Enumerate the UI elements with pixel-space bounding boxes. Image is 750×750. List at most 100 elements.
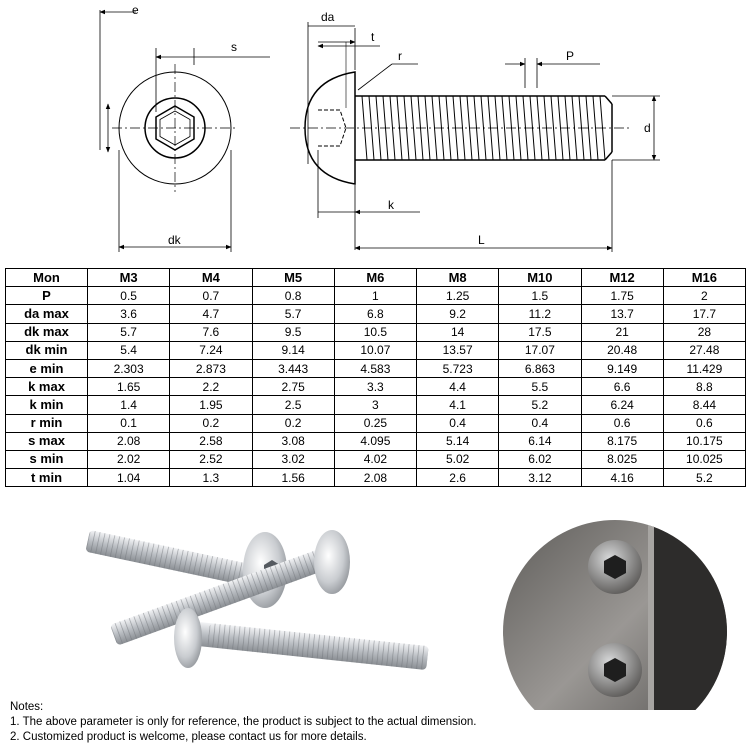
thread-line [550, 95, 557, 161]
param-label: t min [5, 468, 88, 488]
table-cell: 10.025 [662, 449, 747, 470]
table-cell: 5.2 [662, 468, 747, 488]
table-cell: 9.2 [415, 304, 500, 324]
table-cell: 17.7 [662, 304, 747, 324]
thread-line [585, 95, 592, 161]
table-cell: 2.08 [86, 431, 171, 451]
table-cell: 1.5 [498, 286, 582, 306]
table-cell: 5.723 [415, 358, 500, 379]
label-l: L [478, 233, 485, 247]
table-cell: 10.5 [333, 322, 418, 342]
table-cell: 0.4 [415, 413, 500, 433]
label-k: k [388, 198, 395, 212]
table-cell: 13.7 [580, 304, 664, 324]
table-cell: 3.443 [251, 358, 335, 379]
thread-line [522, 95, 529, 161]
table-cell: 21 [580, 322, 664, 342]
thread-line [564, 95, 571, 161]
table-cell: 10.07 [333, 340, 418, 360]
head-view [99, 9, 270, 252]
table-cell: 28 [662, 322, 747, 342]
label-t: t [371, 30, 375, 44]
table-cell: 11.2 [498, 304, 582, 324]
label-dk: dk [168, 233, 182, 247]
bolt-3 [177, 620, 429, 670]
bolt-1 [86, 530, 285, 593]
table-cell: 3.6 [86, 304, 171, 324]
thread-line [403, 95, 410, 161]
bolt-2 [111, 547, 333, 645]
bolts-photo [86, 530, 429, 670]
thread-line [473, 95, 480, 161]
thread-line [543, 95, 550, 161]
table-cell: 6.14 [498, 431, 582, 451]
table-cell: 2.303 [86, 358, 171, 379]
thread-line [466, 95, 473, 161]
table-cell: 2.08 [333, 468, 418, 488]
table-cell: 8.44 [662, 395, 747, 415]
note-line-2: 2. Customized product is welcome, please… [10, 731, 367, 743]
thread-line [382, 95, 389, 161]
table-cell: 1.25 [415, 286, 500, 306]
table-cell: 4.583 [333, 358, 418, 379]
table-cell: 0.6 [580, 413, 664, 433]
param-label: s max [5, 431, 88, 451]
thread-line [445, 95, 452, 161]
thread-line [501, 95, 508, 161]
table-cell: 9.149 [580, 358, 664, 379]
technical-drawing: e s dk [99, 3, 660, 252]
table-cell: 0.5 [86, 286, 171, 306]
table-cell: 11.429 [662, 358, 747, 379]
label-r: r [398, 49, 402, 63]
table-cell: 1.04 [86, 468, 171, 488]
param-label: s min [5, 449, 88, 470]
table-cell: 7.24 [169, 340, 253, 360]
table-cell: 0.25 [333, 413, 418, 433]
thread-line [424, 95, 431, 161]
table-cell: 4.02 [333, 449, 418, 470]
thread-line [375, 95, 382, 161]
table-cell: 4.4 [415, 377, 500, 397]
table-cell: 0.4 [498, 413, 582, 433]
thread-line [536, 95, 543, 161]
table-cell: 17.5 [498, 322, 582, 342]
table-cell: 2.873 [169, 358, 253, 379]
table-cell: 6.6 [580, 377, 664, 397]
notes-title: Notes: [10, 701, 44, 713]
param-label: k min [5, 395, 88, 415]
table-cell: 5.7 [86, 322, 171, 342]
table-cell: 4.1 [415, 395, 500, 415]
installed-bolts-photo [503, 520, 727, 710]
table-cell: 5.02 [415, 449, 500, 470]
table-cell: 0.6 [662, 413, 747, 433]
table-cell: 3.02 [251, 449, 335, 470]
table-cell: 1.4 [86, 395, 171, 415]
label-da: da [321, 10, 335, 24]
thread-line [557, 95, 564, 161]
header-size: M10 [498, 267, 582, 288]
table-cell: 3.08 [251, 431, 335, 451]
table-cell: 0.2 [169, 413, 253, 433]
table-cell: 2.75 [251, 377, 335, 397]
thread-pattern [361, 95, 606, 161]
thread-line [431, 95, 438, 161]
table-cell: 5.2 [498, 395, 582, 415]
table-cell: 4.16 [580, 468, 664, 488]
header-size: M16 [662, 267, 747, 288]
thread-line [494, 95, 501, 161]
table-cell: 1.75 [580, 286, 664, 306]
table-cell: 0.8 [251, 286, 335, 306]
table-cell: 8.8 [662, 377, 747, 397]
table-cell: 6.863 [498, 358, 582, 379]
table-cell: 5.7 [251, 304, 335, 324]
table-cell: 1.65 [86, 377, 171, 397]
header-size: M5 [251, 267, 335, 288]
side-view [290, 22, 660, 252]
